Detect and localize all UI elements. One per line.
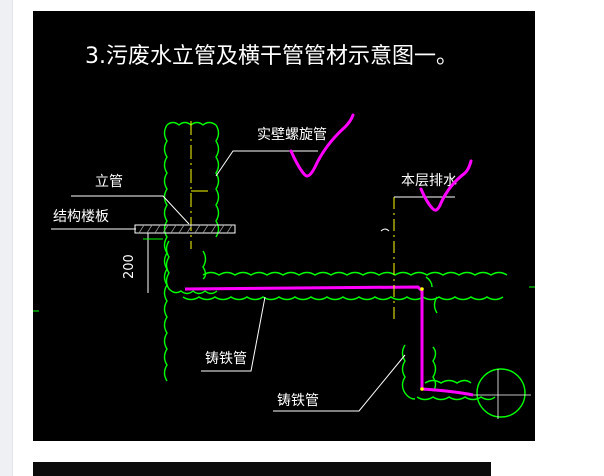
slab-hatch xyxy=(138,224,233,234)
page-left-strip xyxy=(0,0,13,476)
handwritten-check-mark xyxy=(289,113,355,178)
floor-drain-trap xyxy=(380,228,390,232)
floor-drain-circle xyxy=(476,368,526,418)
dimension-200: 200 xyxy=(122,254,137,279)
pipe-node xyxy=(420,387,424,391)
elbow-outline xyxy=(165,240,218,295)
lower-pipe-outline xyxy=(401,344,496,401)
main-pipe-outline-top xyxy=(202,271,508,276)
next-image-preview xyxy=(33,462,491,476)
main-pipe-outline-bottom xyxy=(182,296,504,301)
leader-cast-iron-1 xyxy=(201,296,266,372)
label-cast-iron-2: 铸铁管 xyxy=(277,393,319,409)
leader-cast-iron-2 xyxy=(273,354,406,412)
diagram-title: 3.污废水立管及横干管管材示意图一。 xyxy=(85,44,458,69)
diagram-canvas: 3.污废水立管及横干管管材示意图一。 200 xyxy=(33,44,535,419)
label-structural-slab: 结构楼板 xyxy=(53,209,109,225)
label-cast-iron-1: 铸铁管 xyxy=(205,351,247,367)
cad-drawing: 3.污废水立管及横干管管材示意图一。 200 xyxy=(33,11,535,441)
right-elbow-outline xyxy=(425,276,438,314)
highlighted-pipe-route xyxy=(184,285,474,397)
label-solid-spiral-pipe: 实壁螺旋管 xyxy=(257,127,327,143)
leader-riser xyxy=(71,195,190,225)
handwritten-check-mark xyxy=(419,159,473,212)
label-floor-drain: 本层排水 xyxy=(401,173,457,189)
label-riser: 立管 xyxy=(95,174,123,190)
pipe-node xyxy=(420,287,424,291)
